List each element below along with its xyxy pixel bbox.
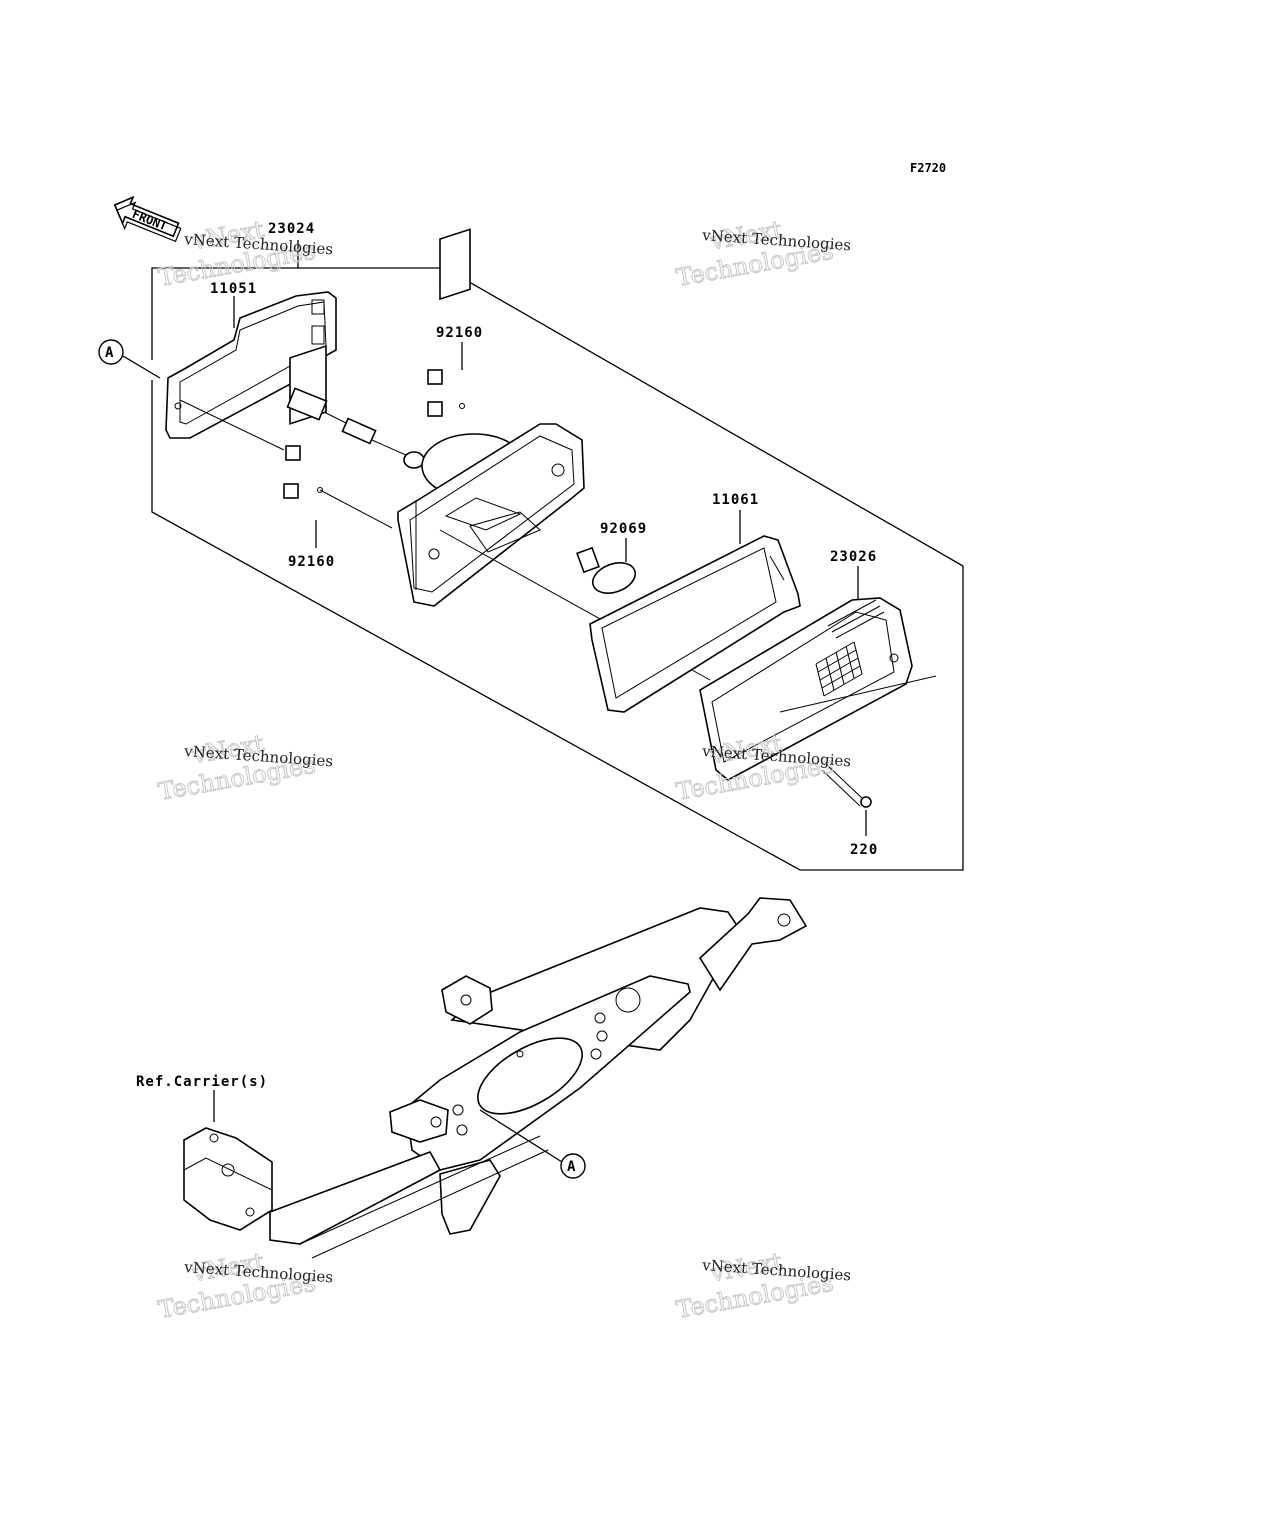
part-number-11061: 11061: [712, 492, 759, 508]
part-number-23026: 23026: [830, 549, 877, 565]
part-number-92160-top: 92160: [436, 325, 483, 341]
callout-a-label-bottom: A: [567, 1159, 576, 1175]
part-92160-top: [427, 228, 471, 417]
part-number-11051: 11051: [210, 281, 257, 297]
part-number-23024: 23024: [268, 221, 315, 237]
part-23026-lens: [699, 597, 913, 781]
front-arrow-icon: FRONT: [113, 195, 182, 243]
part-number-92069: 92069: [600, 521, 647, 537]
part-220-screw: [821, 763, 872, 808]
part-92160-bottom: [283, 345, 327, 499]
callout-a-label: A: [105, 345, 114, 361]
part-number-220: 220: [850, 842, 878, 858]
figure-code: F2720: [910, 161, 946, 175]
carrier-frame: [183, 897, 808, 1259]
reference-label-carrier: Ref.Carrier(s): [136, 1074, 268, 1090]
callout-a-circle-bottom: [560, 1153, 586, 1179]
part-socket-harness: [286, 387, 425, 469]
callout-a-circle: [98, 339, 124, 365]
assembly-frame: [151, 267, 964, 871]
part-11051-plate: [165, 291, 337, 439]
part-lamp-housing: [397, 423, 585, 607]
part-11061-gasket: [589, 535, 801, 713]
part-number-92160-bottom: 92160: [288, 554, 335, 570]
part-92069-bulb: [576, 546, 637, 594]
